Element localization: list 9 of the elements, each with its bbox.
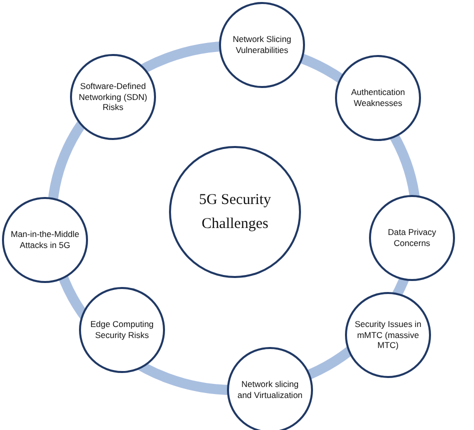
topic-label: Edge Computing Security Risks [89, 319, 155, 341]
topic-label: Software-Defined Networking (SDN) Risks [78, 81, 148, 113]
topic-label: Network slicing and Virtualization [236, 379, 304, 401]
central-title: 5G Security Challenges [198, 191, 272, 234]
topic-label: Network Slicing Vulnerabilities [232, 34, 292, 56]
topic-label: Authentication Weaknesses [350, 87, 406, 109]
topic-label: Data Privacy Concerns [386, 227, 438, 249]
topic-label: Man-in-the-Middle Attacks in 5G [10, 229, 80, 251]
topic-label: Security Issues in mMTC (massive MTC) [354, 319, 422, 351]
